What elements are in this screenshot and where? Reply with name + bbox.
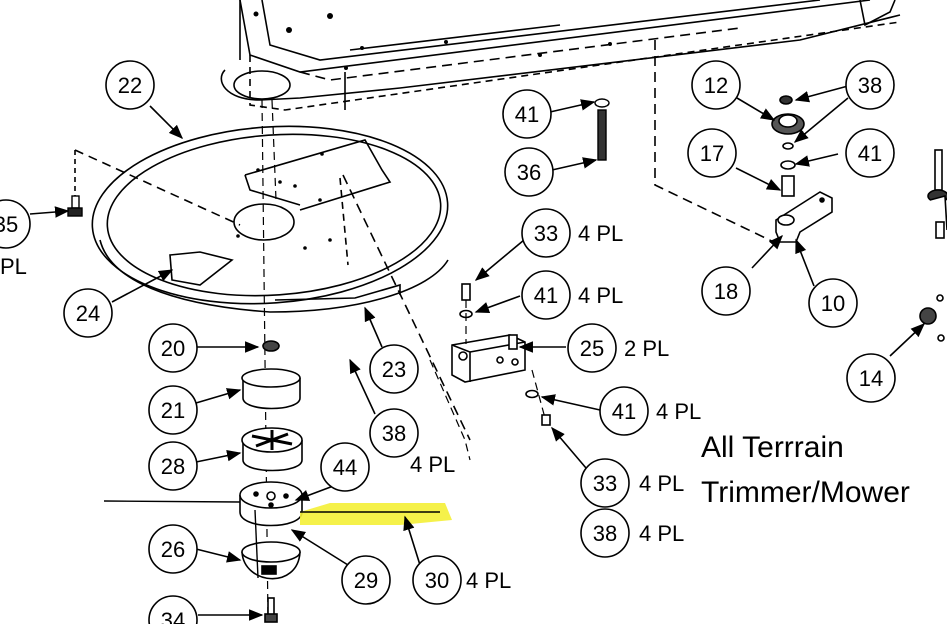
callout-number: 10 [821,291,845,316]
callout-number: 21 [161,398,185,423]
callout-21: 21 [148,385,198,435]
frame-assembly [220,0,901,246]
hub-stack [239,340,303,623]
callout-34: 34 [148,595,198,624]
callout-38-low: 38 4 PL [580,508,684,558]
bracket-guides [429,300,546,461]
callout-number: 23 [382,357,406,382]
callout-33-low: 33 4 PL [580,458,684,508]
title-line-2: Trimmer/Mower [701,476,910,509]
callout-36: 36 [504,147,554,197]
callout-29: 29 [341,555,391,605]
callout-38-left: 38 4 PL [369,408,455,477]
callout-qty: 2 PL [624,336,669,361]
callout-25: 25 2 PL [567,323,669,373]
callout-26: 26 [148,524,198,574]
callout-number: 33 [534,221,558,246]
callout-number: 17 [700,141,724,166]
callout-number: 12 [704,73,728,98]
deck-holes [236,152,332,250]
callout-23: 23 [369,344,419,394]
bolt-35 [67,195,83,217]
callout-44: 44 [320,442,370,492]
bracket-25 [451,283,551,426]
callout-22: 22 [105,60,155,110]
leader-lines [29,85,926,621]
bolt-36 [594,98,610,161]
frame-bolts [253,11,612,70]
callout-number: 38 [858,73,882,98]
title-line-1: All Terrrain [701,431,844,464]
callout-41-right: 41 [845,128,895,178]
callout-41-low: 41 4 PL [599,386,701,436]
callout-number: 41 [534,283,558,308]
callout-18: 18 [701,266,751,316]
deck-plate [74,125,471,441]
callout-number: 41 [858,141,882,166]
callout-number: 14 [859,366,883,391]
callout-number: 20 [161,336,185,361]
callout-number: 28 [161,454,185,479]
callout-20: 20 [148,323,198,373]
callout-number: 44 [333,455,357,480]
callout-38-right: 38 [845,60,895,110]
callout-number: 29 [354,568,378,593]
callout-number: 38 [593,521,617,546]
callout-qty: 4 PL [639,521,684,546]
callout-number: 18 [714,279,738,304]
callout-number: 33 [593,471,617,496]
callout-14: 14 [846,353,896,403]
callout-qty: 4 PL [578,221,623,246]
callout-qty: PL [0,254,27,279]
callout-number: 24 [76,301,100,326]
callout-number: 34 [161,608,185,624]
callout-number: 41 [612,399,636,424]
callout-30: 30 4 PL [412,555,511,605]
callout-qty: 4 PL [639,471,684,496]
callout-number: 22 [118,73,142,98]
callout-qty: 4 PL [578,283,623,308]
callout-41-top: 41 [502,89,552,139]
callout-10: 10 [808,278,858,328]
center-axis [261,99,277,621]
callout-17: 17 [687,128,737,178]
idler-assembly [771,95,947,342]
callout-number: 36 [517,160,541,185]
callout-41-mid: 41 4 PL [521,270,623,320]
callout-28: 28 [148,441,198,491]
callout-number: 25 [580,336,604,361]
callout-number: 35 [0,212,18,237]
callout-33-top: 33 4 PL [521,208,623,258]
callout-number: 26 [161,537,185,562]
callout-35: 35 PL [0,199,31,279]
callout-qty: 4 PL [410,452,455,477]
callout-qty: 4 PL [656,399,701,424]
callout-24: 24 [63,288,113,338]
callout-qty: 4 PL [466,568,511,593]
callout-number: 30 [425,568,449,593]
callout-number: 41 [515,102,539,127]
callout-12: 12 [691,60,741,110]
callout-number: 38 [382,421,406,446]
